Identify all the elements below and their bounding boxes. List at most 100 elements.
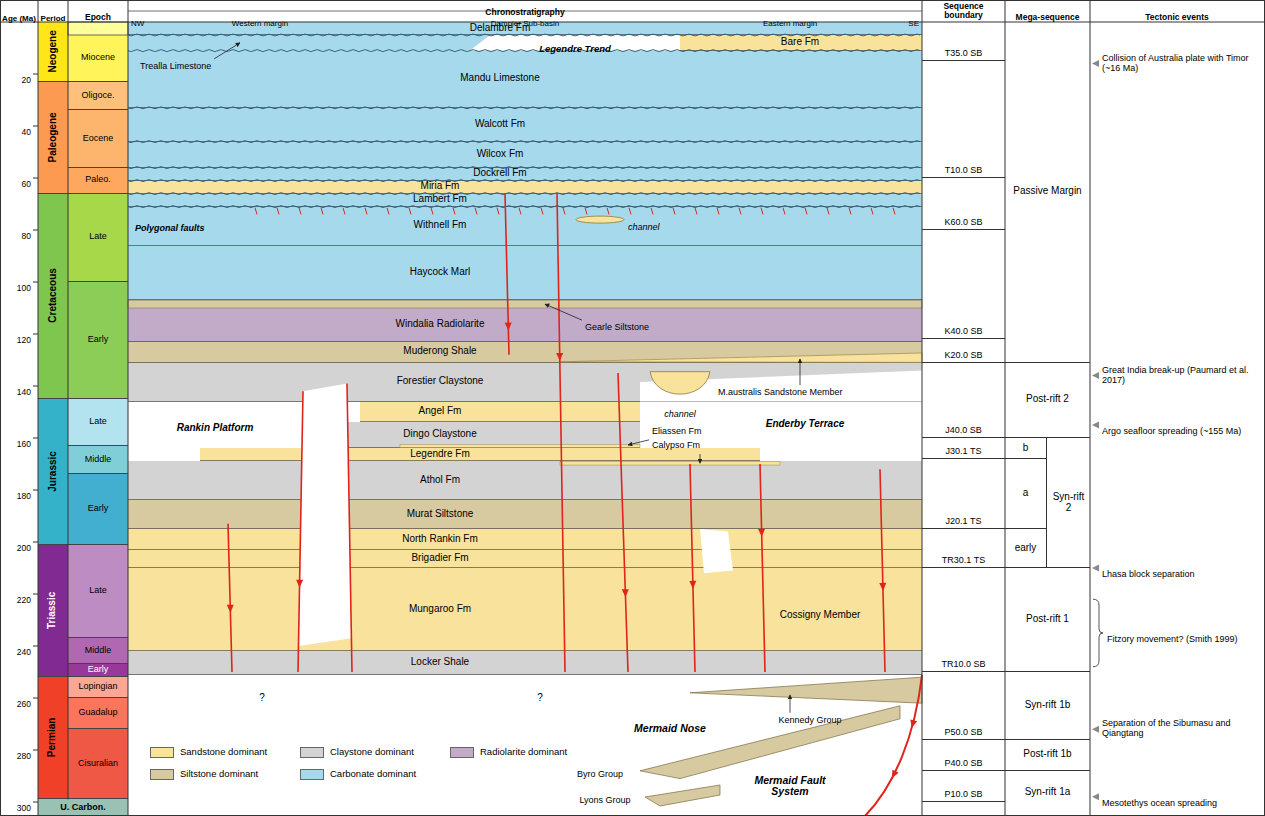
formation-callout: Lyons Group [579, 796, 630, 806]
age-tick-label-holder: 280 [17, 745, 33, 763]
age-tick [33, 334, 38, 335]
channel-fill [650, 372, 710, 394]
tectonic-event: Mesotethys ocean spreading [1102, 799, 1217, 809]
node-text: T35.0 SB [945, 49, 983, 59]
sequence-boundary-cell: K20.0 SB [922, 350, 1005, 363]
epoch-cell: Miocene [68, 35, 128, 82]
formation-callout: Trealla Limestone [140, 62, 211, 72]
node-text: J40.0 SB [945, 426, 982, 436]
tectonic-event-holder: Great India break-up (Paumard et al. 201… [1102, 366, 1259, 387]
legend-item: Radiolarite dominant [450, 745, 567, 759]
age-tick-label-holder: 80 [22, 225, 33, 243]
structural-label-holder: Enderby Terrace [766, 413, 846, 431]
column-header-holder: Eastern margin [763, 12, 819, 30]
column-header: Age (Ma) [2, 15, 36, 24]
formation-callout: Byro Group [577, 770, 623, 780]
polygonal-fault-tick [409, 208, 411, 215]
table-rule [1005, 0, 1006, 816]
epoch-cell: Eocene [68, 110, 128, 167]
formation-band: Walcott Fm [128, 108, 922, 142]
legend-item: Siltstone dominant [150, 767, 258, 781]
formation-callout-holder: M.australis Sandstone Member [718, 381, 844, 399]
unconformity-line [128, 193, 920, 195]
node-text: a [1023, 488, 1029, 499]
sequence-boundary-cell: T35.0 SB [922, 48, 1005, 61]
age-tick-label-holder: 40 [22, 121, 33, 139]
event-marker [1092, 726, 1099, 733]
megasequence-cell: Post-rift 1 [1005, 568, 1090, 672]
megasequence-cell: Syn-rift 2 [1047, 438, 1090, 568]
polygonal-fault-tick [541, 208, 543, 215]
sequence-boundary-cell: K60.0 SB [922, 217, 1005, 230]
column-header-holder: Epoch [85, 6, 112, 24]
node-text: Dockrell Fm [473, 168, 526, 179]
node-text: Middle [85, 646, 112, 656]
period-cell: Cretaceous [38, 194, 68, 399]
node-text: Oligoce. [81, 91, 114, 101]
column-header-holder: Mega-sequence [1016, 6, 1081, 24]
column-header: Mega-sequence [1016, 13, 1080, 22]
formation-band: Withnell Fm [128, 207, 922, 246]
feature-label: Polygonal faults [135, 224, 205, 234]
sandstone-wedge [560, 353, 922, 362]
age-tick [33, 698, 38, 699]
unconformity-line [128, 180, 920, 182]
epoch-cell: Oligoce. [68, 82, 128, 111]
node-text: TR30.1 TS [942, 556, 985, 566]
fault-arrow [227, 605, 234, 613]
uncertainty-mark: ? [259, 693, 265, 704]
legend-text: Carbonate dominant [330, 769, 416, 779]
node-text: Miria Fm [421, 181, 460, 192]
column-header: Eastern margin [763, 20, 817, 29]
epoch-cell: Middle [68, 638, 128, 664]
column-header: Chronostratigraphy [485, 8, 564, 17]
node-text: P50.0 SB [944, 728, 982, 738]
fault-line [347, 383, 352, 672]
node-text: Windalia Radiolarite [396, 319, 485, 330]
node-text: early [1015, 543, 1037, 554]
node-text: K20.0 SB [944, 351, 982, 361]
node-text: J20.1 TS [946, 517, 982, 527]
member-label-holder: Cossigny Member [780, 604, 862, 622]
node-text: Jurassic [48, 451, 59, 492]
node-text: Paleogene [48, 112, 59, 162]
legend-item: Carbonate dominant [300, 767, 416, 781]
structural-label: Rankin Platform [177, 423, 254, 434]
tectonic-event-holder: Collision of Australia plate with Timor … [1102, 54, 1259, 75]
feature-label-holder: Polygonal faults [135, 217, 206, 235]
age-tick [33, 438, 38, 439]
polygonal-fault-tick [805, 208, 807, 215]
megasequence-cell: Post-rift 2 [1005, 363, 1090, 438]
hiatus-area [299, 383, 351, 646]
formation-callout: M.australis Sandstone Member [718, 388, 843, 398]
formation-band: Angel Fm [360, 402, 640, 423]
tectonic-event: Argo seafloor spreading (~155 Ma) [1102, 427, 1241, 437]
node-text: P10.0 SB [944, 790, 982, 800]
polygonal-fault-tick [871, 208, 873, 215]
node-text: Paleo. [85, 175, 111, 185]
age-tick-label: 140 [17, 388, 31, 397]
node-text: U. Carbon. [60, 803, 106, 813]
fault-line [760, 464, 765, 672]
unconformity-line [128, 50, 920, 52]
event-marker [1092, 372, 1099, 379]
age-tick-label: 240 [17, 648, 31, 657]
direction-label-holder: SE [908, 12, 920, 30]
node-text: Cisuralian [78, 759, 118, 769]
polygonal-fault-tick [849, 208, 851, 215]
sequence-boundary-cell: TR10.0 SB [922, 659, 1005, 672]
table-rule [128, 0, 129, 816]
age-tick-label-holder: 220 [17, 589, 33, 607]
formation-band: Haycock Marl [128, 246, 922, 301]
age-tick-label: 280 [17, 752, 31, 761]
legend-text: Claystone dominant [330, 747, 414, 757]
epoch-cell: Late [68, 399, 128, 446]
structural-label-holder: Legendre Trend [539, 38, 612, 56]
group-wedge [640, 706, 900, 779]
polygonal-fault-tick [255, 208, 257, 215]
thin-bed [128, 300, 922, 308]
table-rule [1090, 0, 1091, 816]
direction-label: SE [908, 20, 919, 29]
